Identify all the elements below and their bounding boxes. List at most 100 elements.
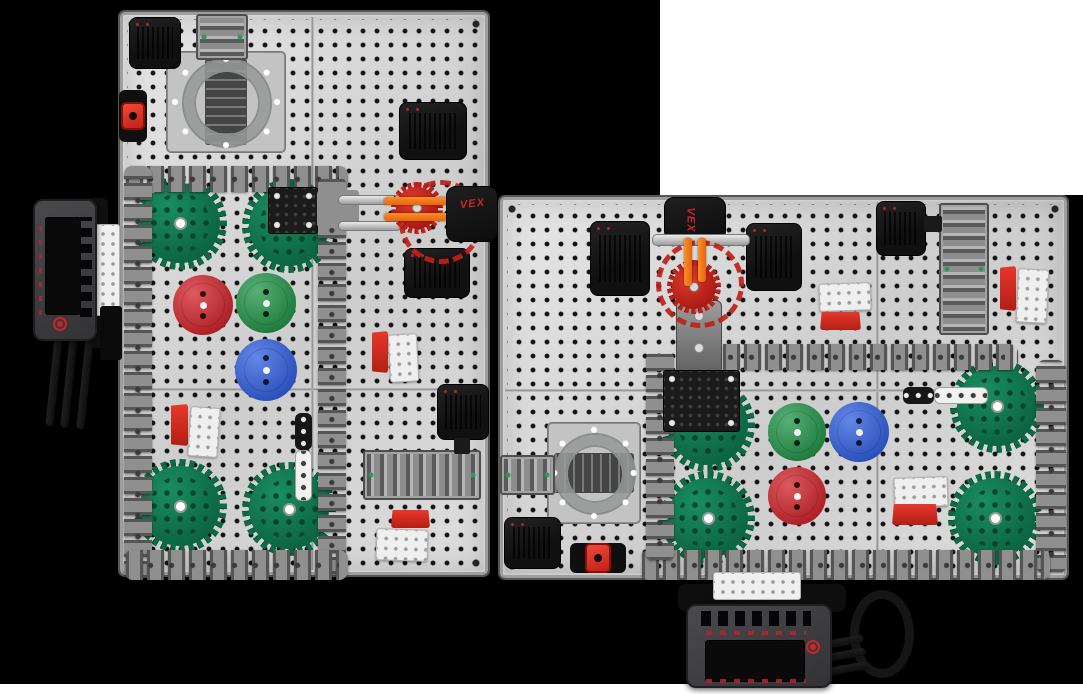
right-brain-cable-loop bbox=[850, 590, 914, 678]
right-arm-motor-right bbox=[746, 223, 802, 291]
right-arm-motor-left bbox=[590, 221, 650, 296]
brain-port-connectors bbox=[701, 611, 811, 626]
motor-led-dots bbox=[753, 229, 756, 232]
disk-center-hole bbox=[793, 428, 801, 436]
motor-vents bbox=[409, 113, 457, 149]
chain-pins bbox=[324, 192, 340, 560]
left-arm-band-1 bbox=[384, 197, 470, 205]
right-turntable bbox=[548, 423, 640, 523]
disk-hole bbox=[263, 355, 269, 362]
brain-port-labels bbox=[39, 221, 42, 315]
sprocket-hub bbox=[701, 511, 715, 525]
motor-led-dots bbox=[883, 207, 886, 210]
disk-hole bbox=[263, 311, 269, 318]
sprocket-hub bbox=[282, 502, 296, 516]
left-top-conveyor bbox=[196, 14, 248, 60]
brain-power-icon bbox=[806, 640, 820, 654]
right-arm-vex-logo: VEX bbox=[684, 207, 697, 233]
right-arm-plate bbox=[663, 370, 740, 432]
motor-led-dots bbox=[511, 523, 514, 526]
brain-power-icon bbox=[53, 317, 67, 331]
right-chain-top bbox=[700, 344, 1018, 370]
disk-hole bbox=[856, 440, 862, 447]
left-disk-blue bbox=[235, 339, 297, 401]
left-chain-left bbox=[124, 166, 152, 580]
power-dot bbox=[57, 321, 63, 327]
left-arm-plate bbox=[268, 187, 318, 234]
conveyor-end-caps bbox=[502, 457, 553, 493]
disk-center-hole bbox=[262, 299, 270, 307]
conveyor-end-caps bbox=[941, 205, 987, 333]
motor-vents bbox=[445, 394, 481, 430]
chain-pins bbox=[1042, 368, 1060, 566]
motor-vents bbox=[512, 527, 553, 559]
right-bottom-motor bbox=[504, 517, 561, 569]
left-ramp-3 bbox=[391, 510, 430, 528]
power-dot bbox=[810, 644, 816, 650]
pegboard-seam bbox=[311, 17, 314, 570]
right-vex-brain bbox=[686, 604, 832, 688]
left-corner-motor bbox=[129, 17, 181, 69]
right-sprocket-right-bottom bbox=[948, 471, 1042, 565]
disk-center-hole bbox=[262, 366, 270, 374]
chain-pins bbox=[712, 349, 1006, 365]
disk-hole bbox=[856, 417, 862, 424]
sprocket-hub bbox=[173, 216, 187, 230]
brain-port-labels bbox=[706, 679, 806, 683]
turntable-screws bbox=[549, 424, 639, 522]
pegboard-seam bbox=[876, 202, 879, 573]
brain-port-connectors bbox=[80, 217, 92, 317]
left-brain-bracket bbox=[93, 224, 120, 316]
right-sprocket-right-top bbox=[950, 359, 1044, 453]
disk-inner-ring bbox=[776, 475, 818, 517]
brain-screen bbox=[705, 640, 805, 682]
chain-pins bbox=[130, 182, 146, 564]
right-top-motor bbox=[876, 201, 926, 256]
right-ramp-2 bbox=[1000, 266, 1016, 311]
sprocket-hub bbox=[990, 399, 1004, 413]
right-ramp-1 bbox=[820, 312, 861, 330]
disk-hole bbox=[794, 439, 800, 446]
plate-standoffs bbox=[664, 371, 739, 431]
motor-vents bbox=[754, 235, 794, 279]
disk-hole bbox=[794, 418, 800, 425]
motor-vents bbox=[883, 211, 919, 246]
left-arm-endeffector bbox=[446, 186, 498, 242]
disk-hole bbox=[200, 313, 206, 320]
left-arm-band-2 bbox=[384, 213, 470, 221]
left-arm-motor-top bbox=[399, 102, 467, 160]
left-ramp-1 bbox=[171, 404, 188, 446]
right-sprocket-mid-bottom bbox=[661, 471, 755, 565]
conveyor-end-caps bbox=[365, 452, 479, 498]
left-turntable bbox=[167, 52, 285, 152]
right-ramp-2-plate bbox=[1015, 268, 1050, 324]
chain-pins bbox=[132, 171, 340, 187]
beam-light-segment bbox=[933, 387, 988, 404]
motor-vents bbox=[137, 27, 173, 59]
disk-hole bbox=[200, 290, 206, 297]
disk-inner-ring bbox=[243, 347, 289, 393]
pegboard-seam bbox=[125, 388, 483, 391]
motor-led-dots bbox=[444, 390, 447, 393]
disk-center-hole bbox=[199, 301, 207, 309]
brain-port-labels bbox=[706, 631, 806, 635]
right-ramp-3-plate bbox=[893, 476, 949, 508]
cap-center-hole bbox=[594, 554, 602, 562]
motor-led-dots bbox=[136, 23, 139, 26]
left-mid-motor-stem bbox=[454, 438, 470, 454]
right-chain-bottom bbox=[640, 550, 1050, 580]
beam-dark-segment bbox=[903, 387, 934, 404]
left-brain-cables bbox=[43, 334, 98, 430]
left-main-conveyor bbox=[363, 450, 481, 500]
disk-hole bbox=[794, 482, 800, 489]
left-chain-right bbox=[318, 176, 346, 576]
cap-center-hole bbox=[129, 112, 137, 120]
left-ramp-1-plate bbox=[187, 406, 221, 458]
gear-hub bbox=[689, 282, 699, 292]
turntable-screws bbox=[168, 53, 284, 151]
disk-hole bbox=[263, 378, 269, 385]
pegboard-seam bbox=[505, 389, 1062, 392]
right-vertical-conveyor bbox=[939, 203, 989, 335]
disk-inner-ring bbox=[181, 283, 225, 327]
